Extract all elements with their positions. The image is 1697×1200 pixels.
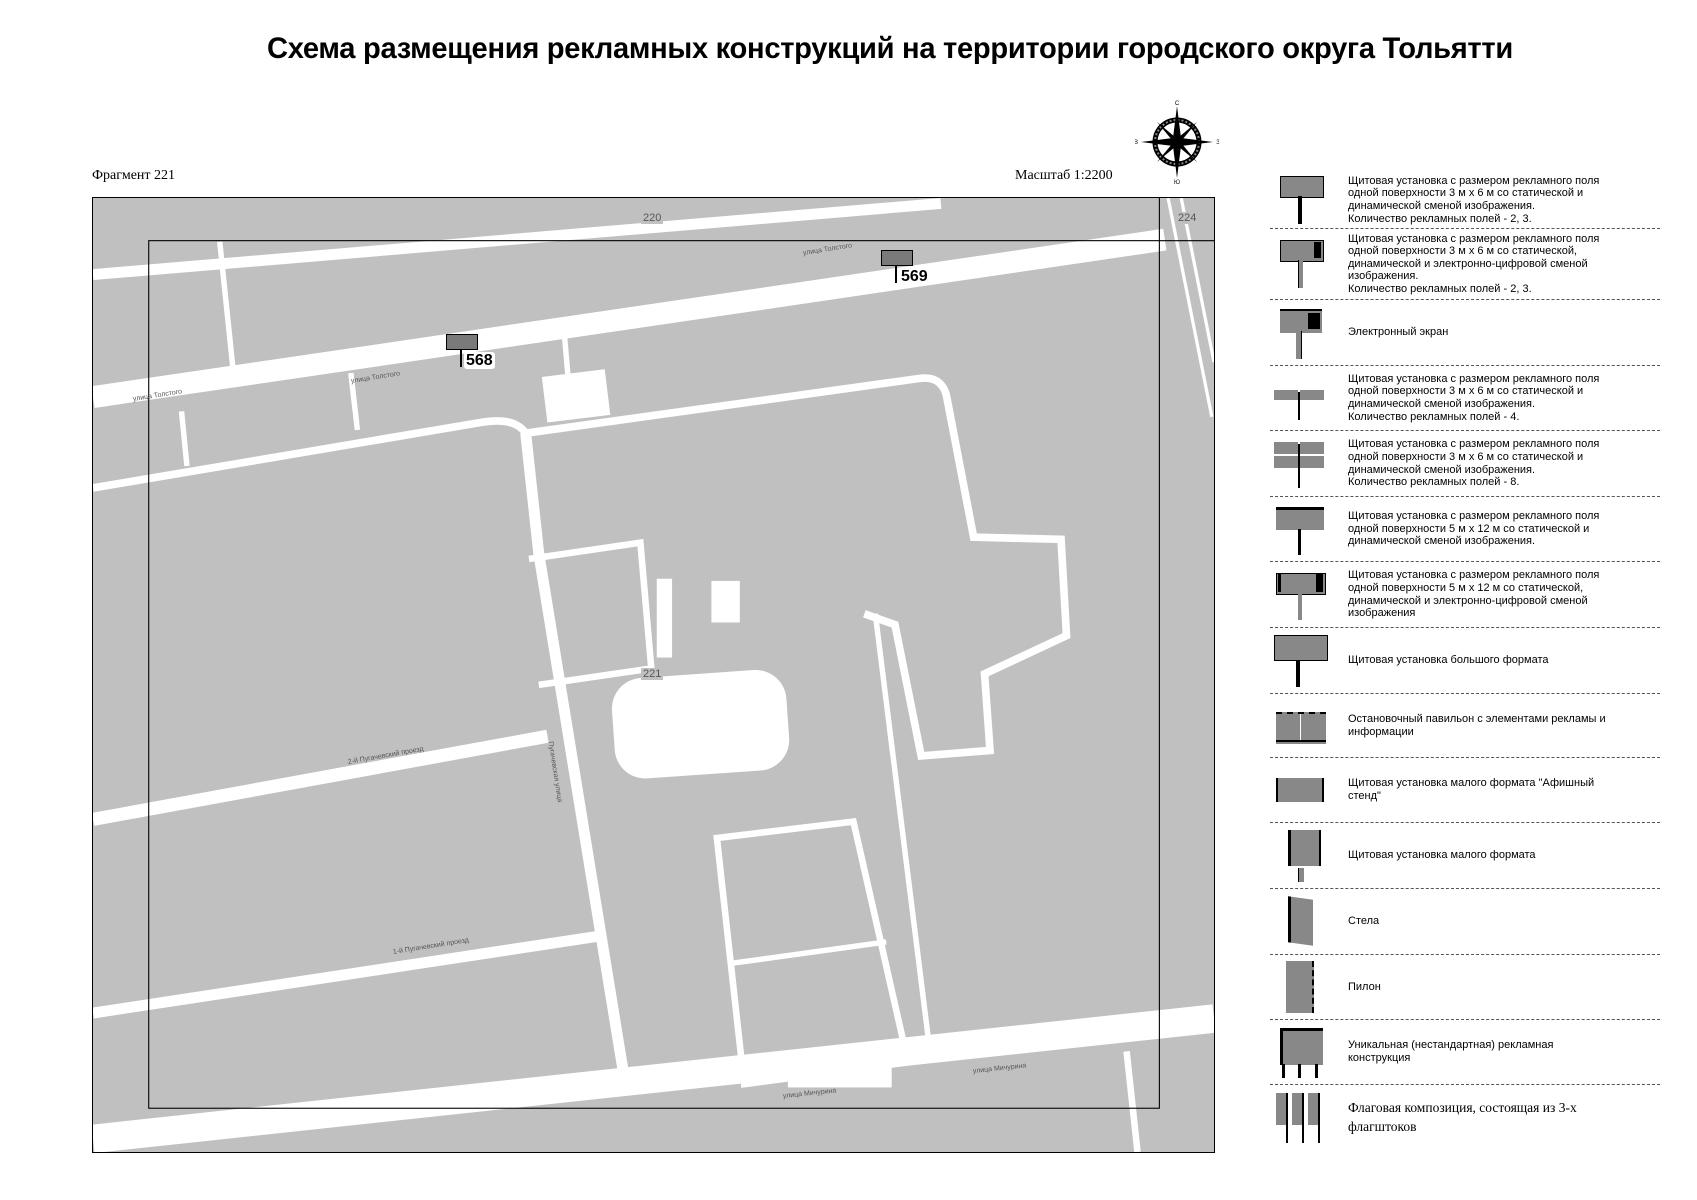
electronic-screen-icon (1270, 305, 1332, 361)
scale-label: Масштаб 1:2200 (1015, 168, 1113, 183)
stela-icon (1270, 894, 1332, 950)
legend-item: Щитовая установка с размером рекламного … (1270, 431, 1660, 497)
compass-west: В (1135, 140, 1138, 146)
fragment-label: Фрагмент 221 (92, 168, 176, 183)
legend-item: Щитовая установка с размером рекламного … (1270, 497, 1660, 562)
legend-item-text: Щитовая установка с размером рекламного … (1348, 372, 1600, 423)
poster-stand-icon (1270, 762, 1332, 818)
legend-item: Флаговая композиция, состоящая из 3-х фл… (1270, 1085, 1660, 1149)
compass-east: З (1216, 140, 1219, 146)
map-fragment[interactable]: 220 224 221 улица Толстого улица Толстог… (92, 197, 1215, 1153)
legend-item-text: Щитовая установка с размером рекламного … (1348, 569, 1600, 620)
legend-item-text: Щитовая установка большого формата (1348, 654, 1549, 667)
pylon-icon (1270, 959, 1332, 1015)
page-title: Схема размещения рекламных конструкций н… (267, 32, 1513, 65)
legend-item-text: Электронный экран (1348, 326, 1449, 339)
billboard-3x6-icon (446, 334, 478, 350)
legend-item-text: Пилон (1348, 980, 1381, 993)
flag-composition-icon (1270, 1089, 1332, 1145)
legend-item-text: Щитовая установка с размером рекламного … (1348, 438, 1600, 489)
billboard-3x6-icon (881, 250, 913, 266)
legend-item-text: Стела (1348, 915, 1380, 928)
legend-item: Щитовая установка с размером рекламного … (1270, 229, 1660, 300)
billboard-4-fields-icon (1270, 370, 1332, 426)
legend-item-text: Щитовая установка малого формата (1348, 849, 1536, 862)
legend-item: Стела (1270, 889, 1660, 955)
legend-item-text: Щитовая установка с размером рекламного … (1348, 174, 1600, 225)
small-format-billboard-icon (1270, 828, 1332, 884)
billboard-5x12-icon (1270, 501, 1332, 557)
legend-item-text: Щитовая установка с размером рекламного … (1348, 510, 1600, 548)
legend-item: Пилон (1270, 955, 1660, 1020)
unique-structure-icon (1270, 1024, 1332, 1080)
compass-north: С (1175, 101, 1180, 107)
legend-item: Щитовая установка малого формата "Афишны… (1270, 758, 1660, 823)
legend-item-text: Щитовая установка с размером рекламного … (1348, 232, 1600, 295)
grid-number-221: 221 (641, 668, 664, 680)
legend-item: Щитовая установка с размером рекламного … (1270, 366, 1660, 431)
compass-rose-icon: С Ю В З (1135, 101, 1219, 184)
large-format-billboard-icon (1270, 633, 1332, 689)
legend-item: Щитовая установка с размером рекламного … (1270, 172, 1660, 229)
legend-item-text: Щитовая установка малого формата "Афишны… (1348, 777, 1595, 802)
legend-item: Щитовая установка большого формата (1270, 628, 1660, 694)
legend-item: Щитовая установка малого формата (1270, 823, 1660, 889)
marker-number: 568 (464, 352, 495, 369)
ad-structure-marker-568[interactable]: 568 (446, 334, 495, 369)
grid-number-220: 220 (641, 212, 664, 224)
compass-south: Ю (1174, 180, 1180, 184)
legend-item-text: Флаговая композиция, состоящая из 3-х фл… (1348, 1100, 1577, 1134)
billboard-8-fields-icon (1270, 436, 1332, 492)
billboard-3x6-icon (1270, 172, 1332, 228)
bus-stop-pavilion-icon (1270, 698, 1332, 754)
billboard-5x12-digital-icon (1270, 567, 1332, 623)
map-roads (93, 198, 1214, 1152)
legend-item: Электронный экран (1270, 300, 1660, 366)
legend-item-text: Остановочный павильон с элементами рекла… (1348, 712, 1606, 738)
grid-number-224: 224 (1176, 212, 1199, 224)
ad-structure-marker-569[interactable]: 569 (881, 250, 930, 285)
legend-item: Остановочный павильон с элементами рекла… (1270, 694, 1660, 758)
legend: Щитовая установка с размером рекламного … (1270, 172, 1660, 1149)
legend-item-text: Уникальная (нестандартная) рекламная кон… (1348, 1039, 1554, 1064)
legend-item: Уникальная (нестандартная) рекламная кон… (1270, 1020, 1660, 1085)
marker-number: 569 (899, 268, 930, 285)
legend-item: Щитовая установка с размером рекламного … (1270, 562, 1660, 628)
billboard-3x6-digital-icon (1270, 236, 1332, 292)
